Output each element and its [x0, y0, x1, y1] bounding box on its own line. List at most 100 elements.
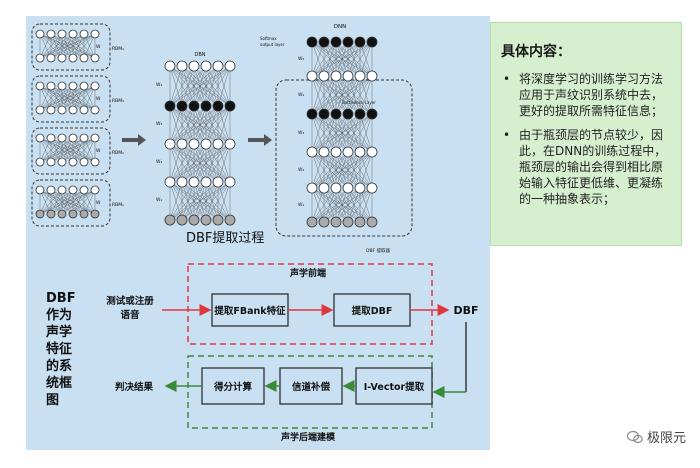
dbn-edge: [169, 65, 207, 107]
dbn-edge: [181, 105, 231, 145]
dnn-edge: [311, 113, 337, 153]
dbn-edge: [217, 65, 231, 107]
rbm-edge: [39, 85, 52, 111]
rbm-node: [68, 81, 78, 91]
rbm-node: [68, 53, 78, 63]
rbm-node: [57, 81, 67, 91]
dnn-edge: [311, 41, 349, 77]
dnn-weight-label: W₄: [298, 92, 304, 98]
rbm-label: RBM₄: [112, 46, 124, 52]
dbf-extraction-caption: DBF提取过程: [186, 230, 264, 246]
rbm-node: [79, 81, 89, 91]
dbn-edge: [169, 105, 231, 145]
rbm-node: [35, 157, 45, 167]
dnn-node: [354, 70, 366, 82]
dbn-edge: [181, 65, 231, 107]
dbn-edge: [169, 181, 183, 221]
dnn-edge: [311, 113, 325, 153]
rbm-edge: [39, 189, 52, 215]
rbm-box: [31, 179, 111, 227]
dnn-node: [330, 182, 342, 194]
rbm-edge: [39, 137, 63, 163]
watermark-text: 极限元: [646, 431, 686, 446]
rbm-node: [90, 209, 100, 219]
input-label-line1: 测试或注册: [106, 295, 154, 307]
rbm-w-label: W: [96, 148, 101, 154]
dnn-edge: [311, 41, 361, 77]
dbn-node: [176, 100, 188, 112]
dnn-edge: [311, 113, 361, 153]
rbm-edge: [83, 189, 96, 215]
dnn-node: [306, 70, 318, 82]
dbf-output-label: DBF: [453, 304, 478, 317]
dbn-edge: [169, 181, 195, 221]
dnn-node: [366, 182, 378, 194]
dnn-weight-label: W₁: [298, 202, 304, 208]
frontend-dashed-box: [187, 263, 433, 345]
rbm-w-label: W: [96, 44, 101, 50]
result-label: 判决结果: [115, 381, 154, 393]
dnn-node: [342, 182, 354, 194]
rbm-node: [46, 133, 56, 143]
dbn-node: [212, 100, 224, 112]
rbm-edge: [72, 33, 96, 59]
dnn-edge: [311, 41, 337, 77]
dbn-node: [212, 138, 224, 150]
rbm-edge: [61, 137, 96, 163]
dnn-edge: [311, 187, 337, 223]
dnn-node: [366, 146, 378, 158]
dnn-edge: [311, 75, 349, 115]
dbn-node: [188, 138, 200, 150]
rbm-node: [57, 29, 67, 39]
rbm-edge: [39, 85, 74, 111]
dbn-edge: [169, 143, 183, 183]
dnn-edge: [335, 187, 373, 223]
dnn-node: [366, 70, 378, 82]
rbm-node: [57, 105, 67, 115]
dnn-node: [366, 216, 378, 228]
dnn-title: DNN: [334, 24, 346, 30]
dbn-edge: [205, 65, 231, 107]
content-title: 具体内容：: [501, 44, 571, 60]
rbm-node: [79, 53, 89, 63]
dbn-edge: [169, 105, 183, 145]
dnn-node: [318, 70, 330, 82]
dnn-node: [306, 182, 318, 194]
rbm-node: [79, 209, 89, 219]
dbn-edge: [169, 65, 183, 107]
rbm-node: [35, 185, 45, 195]
dnn-edge: [311, 187, 325, 223]
rbm-edge: [50, 137, 96, 163]
dnn-node: [354, 216, 366, 228]
dnn-node: [330, 146, 342, 158]
dnn-edge: [311, 151, 373, 189]
dbn-edge: [169, 65, 219, 107]
dnn-node: [318, 146, 330, 158]
rbm-edge: [50, 85, 96, 111]
dbn-edge: [169, 181, 207, 221]
rbm-edge: [72, 137, 96, 163]
score-box: [201, 367, 265, 405]
dbn-edge: [205, 181, 231, 221]
dbn-edge: [193, 105, 231, 145]
dnn-edge: [311, 75, 373, 115]
dnn-edge: [311, 151, 349, 189]
rbm-edge: [39, 33, 63, 59]
rbm-node: [57, 209, 67, 219]
dnn-node: [354, 36, 366, 48]
rbm-label: RBM₂: [112, 150, 124, 156]
dnn-edge: [335, 151, 373, 189]
dnn-edge: [359, 151, 373, 189]
dbn-node: [200, 138, 212, 150]
rbm-node: [46, 29, 56, 39]
dnn-edge: [347, 75, 373, 115]
rbm-node: [35, 105, 45, 115]
dnn-node: [330, 36, 342, 48]
channel-box-label: 信道补偿: [292, 381, 331, 393]
dbn-edge: [205, 105, 231, 145]
dnn-node: [306, 216, 318, 228]
dbn-node: [188, 176, 200, 188]
